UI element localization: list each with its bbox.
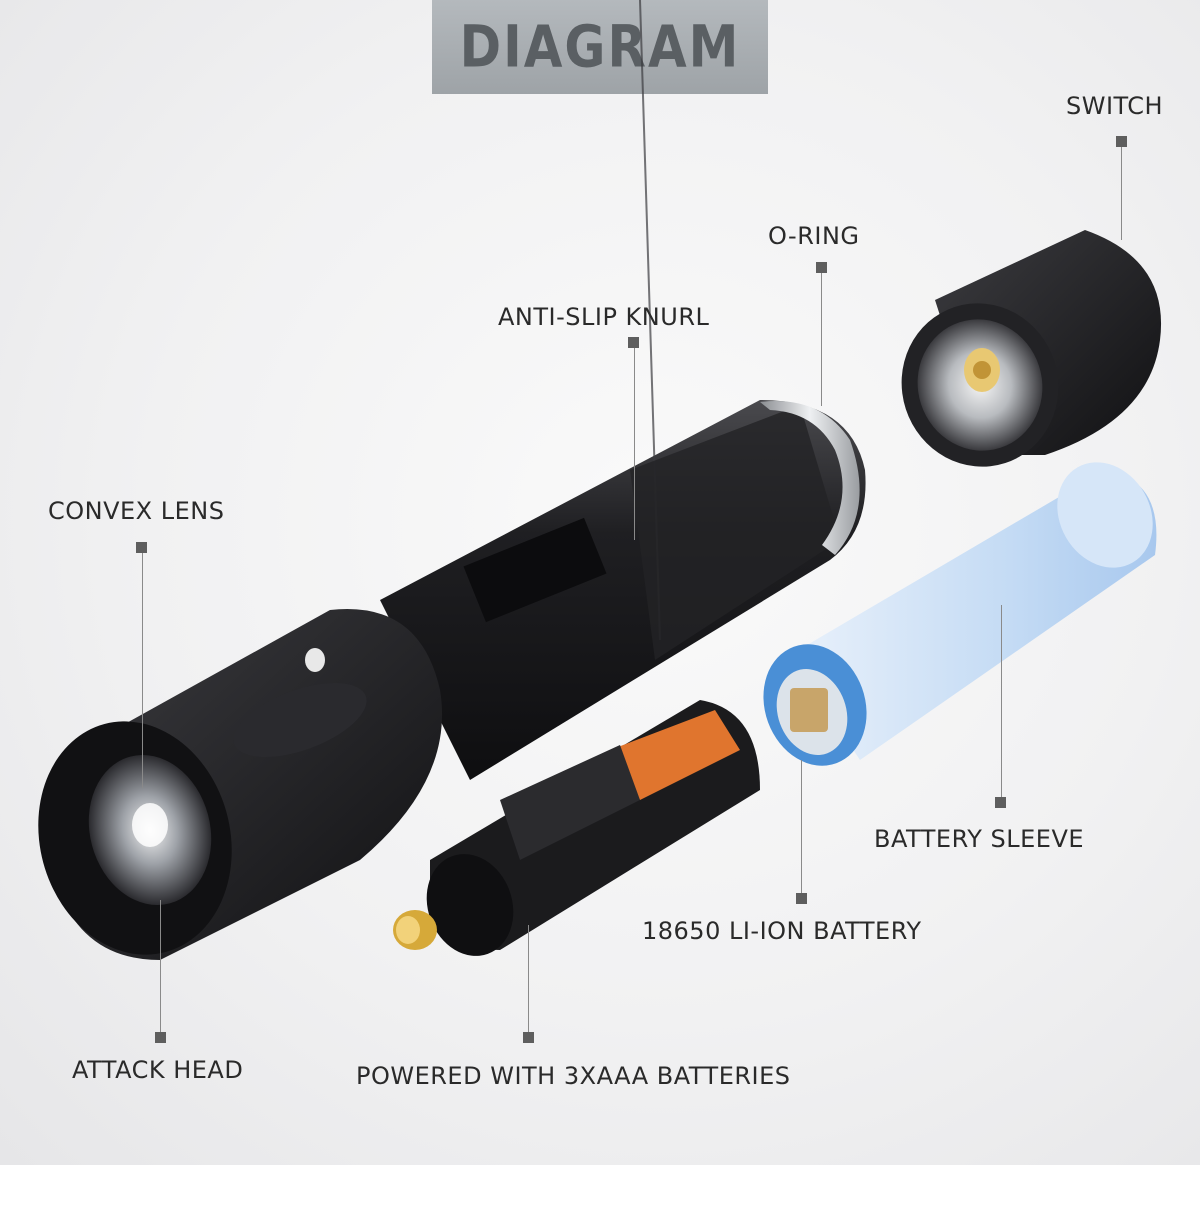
label-anti-slip-knurl: ANTI-SLIP KNURL [498, 303, 710, 331]
attack-head-graphic [38, 609, 443, 960]
aaa-marker [523, 1032, 534, 1043]
label-battery-sleeve: BATTERY SLEEVE [874, 825, 1085, 853]
label-switch: SWITCH [1066, 92, 1164, 120]
flashlight-body [380, 0, 866, 780]
battery-sleeve-graphic [790, 462, 1157, 760]
label-aaa-batteries: POWERED WITH 3XAAA BATTERIES [356, 1062, 791, 1090]
label-convex-lens: CONVEX LENS [48, 497, 225, 525]
knurl-leader [634, 340, 635, 540]
attack-head-marker [155, 1032, 166, 1043]
tail-cap-switch [901, 230, 1162, 467]
switch-marker [1116, 136, 1127, 147]
li-ion-leader [801, 760, 802, 897]
sleeve-leader [1001, 605, 1002, 802]
lens-marker [136, 542, 147, 553]
label-attack-head: ATTACK HEAD [72, 1056, 244, 1084]
switch-leader [1121, 140, 1122, 240]
attack-head-leader [160, 900, 161, 1035]
aaa-leader [528, 925, 529, 1035]
title-banner: DIAGRAM [432, 0, 768, 94]
lens-leader [142, 548, 143, 788]
li-ion-marker [796, 893, 807, 904]
diagram-canvas: DIAGRAM [0, 0, 1200, 1165]
flashlight-illustration [38, 0, 1162, 960]
li-ion-battery-graphic [763, 644, 867, 766]
label-o-ring: O-RING [768, 222, 860, 250]
knurl-marker [628, 337, 639, 348]
aaa-holder-graphic [393, 700, 760, 956]
label-li-ion-battery: 18650 LI-ION BATTERY [642, 917, 922, 945]
o-ring-marker [816, 262, 827, 273]
diagram-title: DIAGRAM [459, 13, 741, 81]
sleeve-marker [995, 797, 1006, 808]
o-ring-leader [821, 266, 822, 406]
